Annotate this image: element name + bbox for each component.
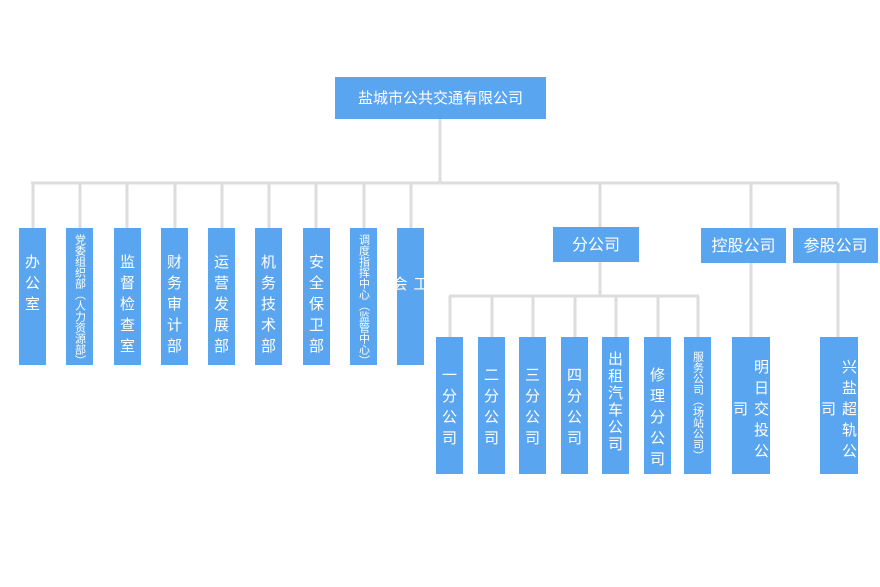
- branch-label: 服务公司（场站公司）: [691, 351, 705, 461]
- dept-box-supervision: 监督检查室: [114, 228, 141, 365]
- dept-box-security: 安全保卫部: [303, 228, 330, 365]
- dept-box-dispatch: 调度指挥中心（监管中心）: [350, 228, 377, 366]
- branch-box-taxi: 出租汽车公司: [602, 337, 629, 474]
- branch-label: 三分公司: [523, 367, 541, 451]
- branch-label: 一分公司: [440, 367, 458, 451]
- dept-box-union: 工会: [391, 228, 430, 365]
- holding-group-box: 控股公司: [701, 228, 786, 263]
- branch-group-box: 分公司: [553, 227, 639, 262]
- dept-label: 运营发展部: [212, 254, 230, 359]
- dept-label: 监督检查室: [118, 254, 136, 359]
- branch-box-service: 服务公司（场站公司）: [684, 337, 711, 474]
- dept-label: 调度指挥中心（监管中心）: [357, 234, 371, 366]
- dept-box-engineering: 机务技术部: [255, 228, 282, 365]
- equity-group-box: 参股公司: [793, 228, 878, 263]
- branch-label: 二分公司: [482, 367, 500, 451]
- equity-company-box: 兴盐超轨公司: [819, 337, 858, 474]
- dept-label: 财务审计部: [165, 254, 183, 359]
- dept-box-party-hr: 党委组织部（人力资源部）: [66, 228, 93, 366]
- branch-box-first: 一分公司: [436, 337, 463, 474]
- dept-box-finance-audit: 财务审计部: [161, 228, 188, 365]
- company-label: 兴盐超轨公司: [819, 359, 858, 464]
- branch-box-third: 三分公司: [519, 337, 546, 474]
- branch-label: 出租汽车公司: [606, 351, 624, 453]
- branch-box-second: 二分公司: [478, 337, 505, 474]
- root-company-box: 盐城市公共交通有限公司: [335, 77, 546, 119]
- branch-box-repair: 修理分公司: [644, 337, 671, 474]
- dept-box-office: 办公室: [19, 228, 46, 365]
- dept-box-operations: 运营发展部: [208, 228, 235, 365]
- dept-label: 安全保卫部: [307, 254, 325, 359]
- branch-box-fourth: 四分公司: [561, 337, 588, 474]
- dept-label: 党委组织部（人力资源部）: [73, 234, 87, 366]
- dept-label: 机务技术部: [259, 254, 277, 359]
- branch-label: 四分公司: [565, 367, 583, 451]
- holding-company-box: 明日交投公司: [731, 337, 770, 474]
- company-label: 明日交投公司: [731, 359, 770, 464]
- dept-label: 办公室: [23, 254, 41, 317]
- dept-label: 工会: [390, 276, 430, 343]
- branch-label: 修理分公司: [648, 367, 666, 472]
